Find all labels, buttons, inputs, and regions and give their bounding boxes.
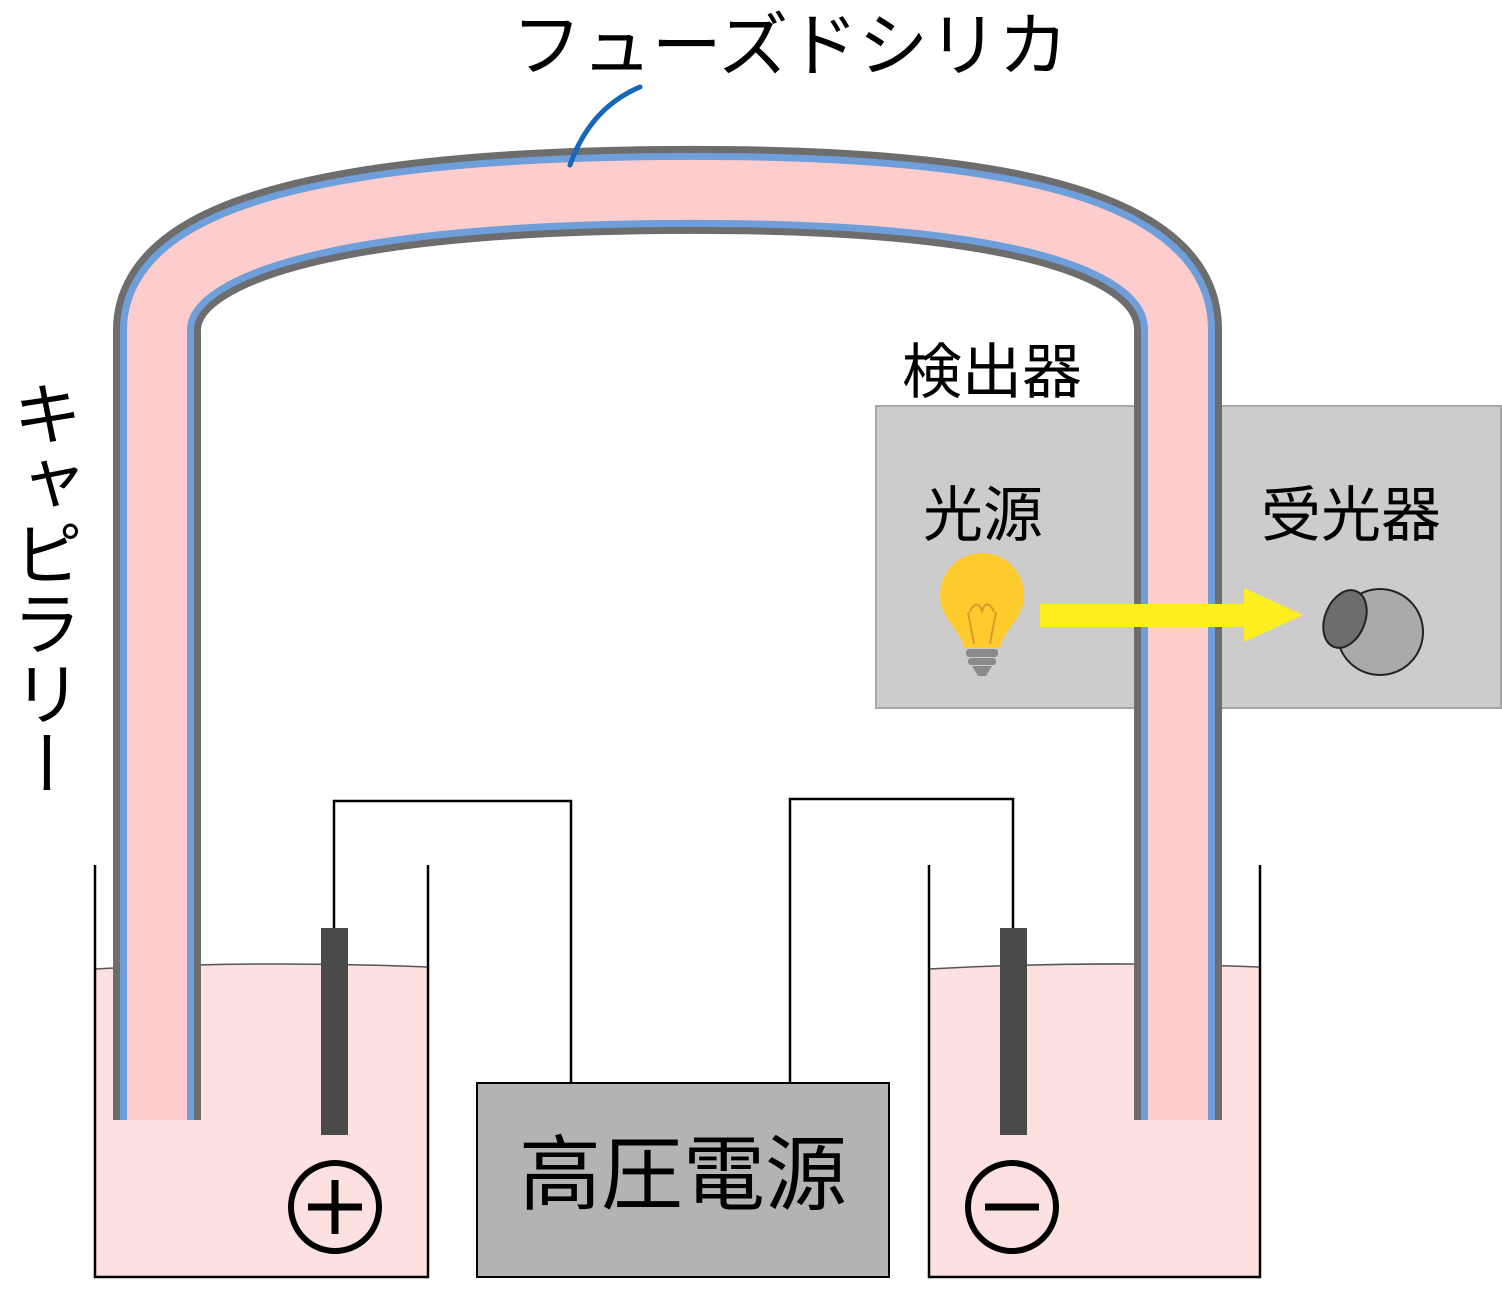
capillary-tip-right: [1133, 1120, 1225, 1124]
power-supply-label: 高圧電源: [519, 1128, 847, 1223]
eye-icon: [1322, 588, 1424, 676]
receiver-label: 受光器: [1261, 481, 1441, 551]
capillary-lumen: [127, 159, 1208, 1120]
cathode-wire: [788, 797, 1015, 1083]
fused-silica-leader-line: [567, 84, 643, 168]
power-supply-box: [476, 1082, 890, 1278]
anode-wire: [332, 799, 573, 1083]
capillary-label: キャピラリー: [1, 378, 83, 798]
light-bulb-icon: [940, 553, 1024, 676]
light-source-label: 光源: [923, 481, 1043, 551]
anode-beaker-wall: [93, 865, 430, 1279]
capillary-tip-left: [112, 1120, 204, 1124]
anode-electrode: [321, 928, 348, 1135]
cathode-electrode: [1000, 928, 1027, 1135]
detector-label: 検出器: [902, 338, 1082, 408]
plus-circle-icon: [288, 1160, 382, 1254]
fused-silica-label: フューズドシリカ: [512, 5, 1069, 87]
light-beam-arrow: [1040, 588, 1303, 642]
capillary-tube: [113, 145, 1222, 1120]
cathode-beaker-wall: [927, 865, 1262, 1279]
minus-circle-icon: [965, 1160, 1059, 1254]
